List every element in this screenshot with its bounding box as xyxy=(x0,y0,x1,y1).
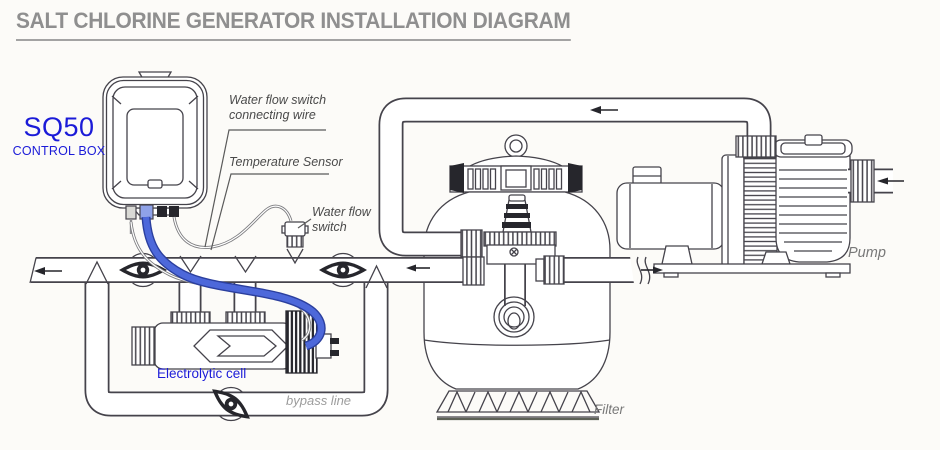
flow-switch-wire xyxy=(172,204,293,250)
flow-arrow-pump-inlet xyxy=(877,177,904,185)
pump-seal-plate xyxy=(721,154,745,268)
tee-markers xyxy=(85,255,388,289)
pump-base xyxy=(653,245,851,278)
leader-temperature-sensor xyxy=(210,173,329,251)
leader-water-flow-switch xyxy=(297,218,312,229)
cell-window xyxy=(193,329,289,363)
pump-label: Pump xyxy=(848,245,886,261)
spare-connector xyxy=(125,205,137,220)
pump-assembly xyxy=(616,134,853,278)
filter-tank xyxy=(423,134,611,390)
leader-lines xyxy=(204,129,329,251)
flow-arrows xyxy=(34,106,904,275)
valve-union-top-left xyxy=(460,229,483,258)
valve-flange xyxy=(483,231,557,247)
pipe-break-left xyxy=(24,256,37,284)
filter-lock-ring xyxy=(449,163,583,193)
cell-end-cap xyxy=(131,326,156,366)
filter-label: Filter xyxy=(594,402,624,417)
drain-elbow xyxy=(493,296,535,338)
valve-union-bottom-left xyxy=(462,256,485,286)
flow-switch-connector-1 xyxy=(157,206,167,217)
valve-union-right xyxy=(543,255,565,285)
pump-outlet-union xyxy=(735,135,777,158)
flow-arrow-return-out xyxy=(34,267,62,275)
multiport-valve xyxy=(460,194,565,338)
flow-switch-connector-2 xyxy=(169,206,179,217)
filter-stand xyxy=(435,390,601,421)
flow-arrow-suction xyxy=(641,266,663,274)
pump-strainer-housing xyxy=(775,155,851,263)
pump-motor xyxy=(616,182,725,250)
cell-terminal-nut xyxy=(285,310,318,374)
pipe-break-suction xyxy=(630,256,651,285)
control-box-model: SQ50 xyxy=(23,112,95,142)
leader-flow-switch-wire xyxy=(204,129,326,248)
water-flow-switch xyxy=(281,221,309,265)
control-box-name: CONTROL BOX xyxy=(12,144,106,158)
pump-inlet-union xyxy=(850,159,875,203)
cell-cable-connector xyxy=(139,204,154,220)
control-box xyxy=(102,71,208,234)
control-box-label: SQ50 CONTROL BOX xyxy=(12,112,106,159)
temperature-sensor-label: Temperature Sensor xyxy=(229,155,343,169)
electrolytic-cell-label: Electrolytic cell xyxy=(157,366,247,381)
pump-diffuser xyxy=(743,157,778,267)
flow-switch-wire-label: Water flow switch connecting wire xyxy=(229,93,327,122)
water-flow-switch-label: Water flow switch xyxy=(312,205,371,234)
flow-arrow-return-valve xyxy=(406,264,430,272)
cell-power-cable xyxy=(141,216,326,351)
bypass-line-label: bypass line xyxy=(286,393,352,408)
page-title: SALT CHLORINE GENERATOR INSTALLATION DIA… xyxy=(16,8,571,41)
flow-arrow-top-loop xyxy=(590,106,618,114)
